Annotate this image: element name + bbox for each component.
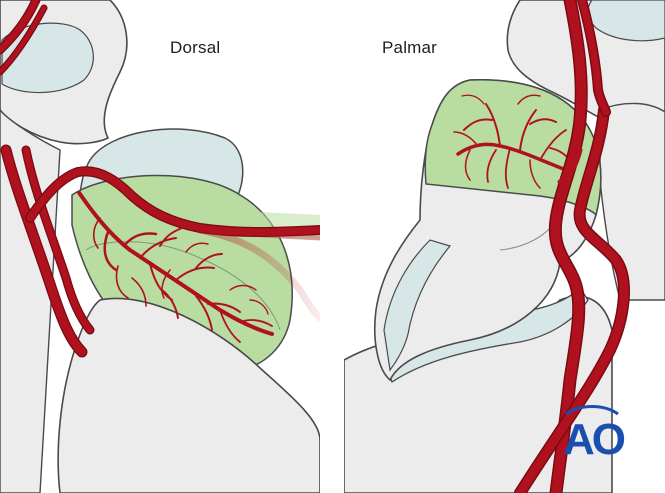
dorsal-label: Dorsal	[170, 38, 221, 57]
scaphoid-inner-line	[85, 241, 281, 331]
palmar-panel	[344, 0, 665, 493]
palmar-branch-right	[557, 147, 583, 185]
panel-gap	[320, 0, 344, 493]
ao-logo-arc	[565, 405, 619, 416]
dorsal-panel	[0, 0, 320, 493]
scaphoid-inner-line-right	[499, 225, 553, 251]
scaphoid-vessels-left	[72, 180, 274, 343]
ulnar-bone-right	[599, 102, 665, 301]
palmar-label: Palmar	[382, 38, 438, 57]
scaphoid-cartilage-right	[383, 239, 452, 372]
ao-logo: AO	[563, 415, 626, 464]
scaphoid-vascular-zone-right	[424, 79, 602, 217]
